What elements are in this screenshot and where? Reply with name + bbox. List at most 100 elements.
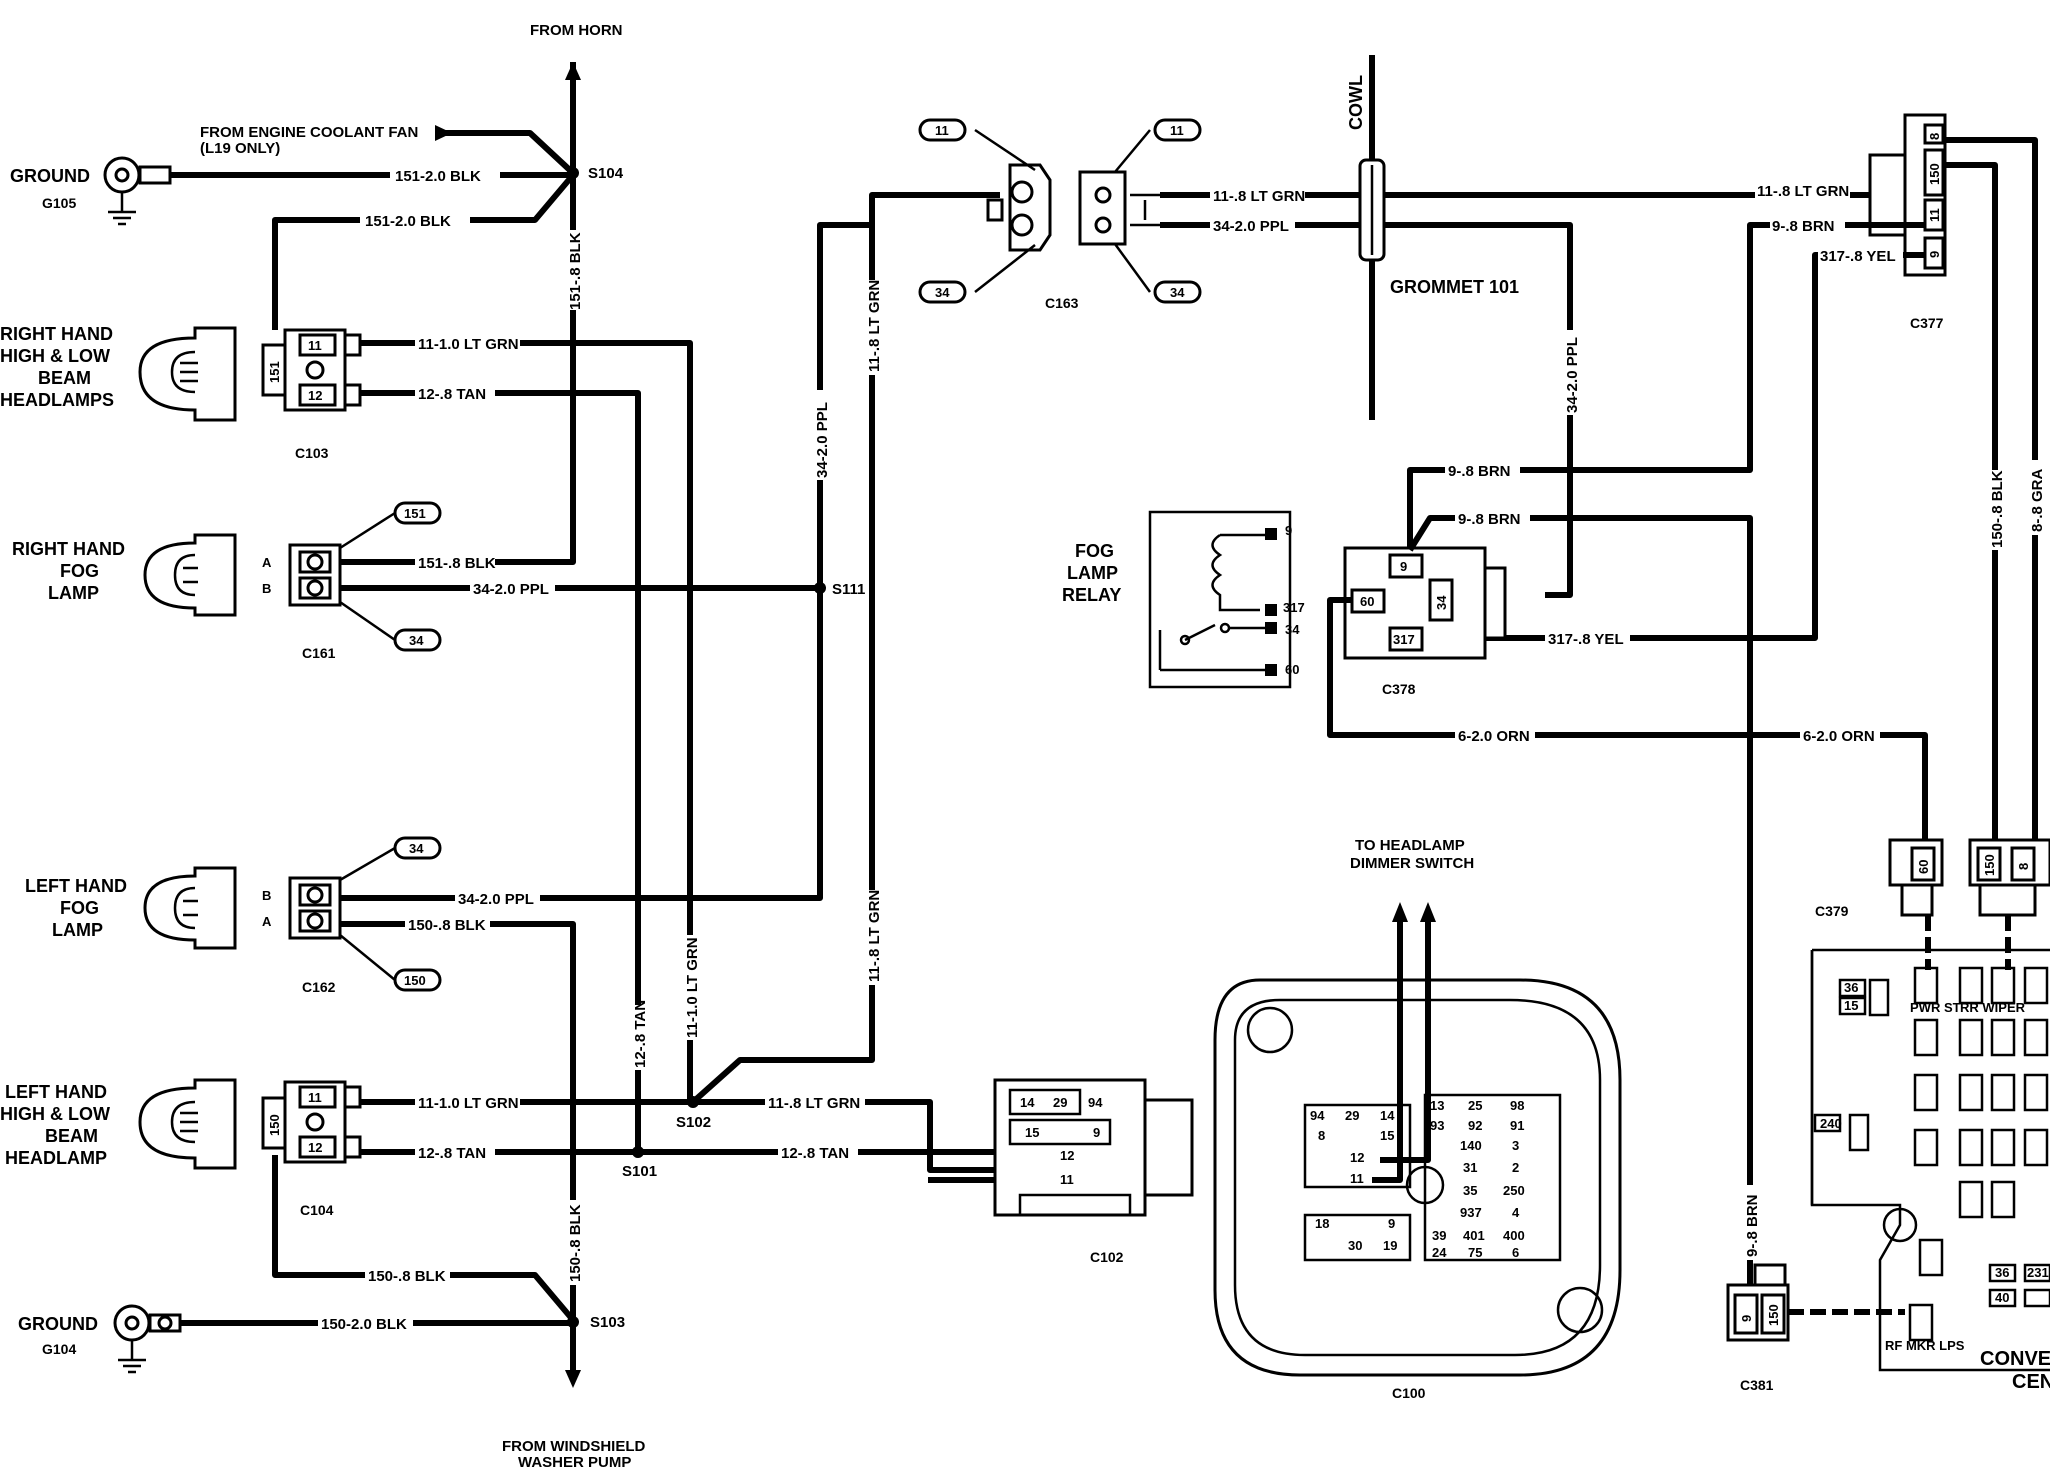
rh-fog-line-2: FOG (60, 561, 99, 581)
from-washer-line-2: WASHER PUMP (518, 1454, 631, 1471)
wire-12-8-tan-c102: 12-.8 TAN (781, 1145, 849, 1162)
wire-11-8-ltgrn-vert-high: 11-.8 LT GRN (866, 280, 883, 372)
rh-fog-line-1: RIGHT HAND (12, 539, 125, 559)
c379-pin-60: 60 (1916, 860, 1931, 874)
rh-headlamp (138, 326, 237, 422)
s103-label: S103 (590, 1314, 625, 1331)
trunk-151-8-blk: 151-.8 BLK (567, 232, 584, 310)
c102-pin-29: 29 (1053, 1095, 1067, 1110)
c161-callout-151: 151 (404, 506, 426, 521)
wire-11-10-ltgrn-top: 11-1.0 LT GRN (418, 336, 519, 353)
wire-34-20-ppl-relay: 34-2.0 PPL (1564, 337, 1581, 413)
wire-12-8-tan-top: 12-.8 TAN (418, 386, 486, 403)
c100-b-9: 9 (1388, 1216, 1395, 1231)
ground-g104 (113, 1304, 182, 1374)
rh-headlamp-line-2: HIGH & LOW (0, 346, 110, 366)
g105-label: G105 (42, 195, 76, 211)
c100-pin-12: 12 (1350, 1150, 1364, 1165)
wire-9-8-brn-lower: 9-.8 BRN (1458, 511, 1521, 528)
c100-r-92: 92 (1468, 1118, 1482, 1133)
ground-label-top: GROUND (10, 166, 90, 186)
fuse-36b: 36 (1995, 1265, 2009, 1280)
c100-b-19: 19 (1383, 1238, 1397, 1253)
lh-headlamp-line-3: BEAM (45, 1126, 98, 1146)
grommet-label: GROMMET 101 (1390, 277, 1519, 297)
c102-pin-15: 15 (1025, 1125, 1039, 1140)
fuse-15: 15 (1844, 998, 1858, 1013)
s101-label: S101 (622, 1163, 657, 1180)
c162-connector (288, 876, 342, 940)
c102-pin-11: 11 (1060, 1172, 1074, 1187)
c100-r-39: 39 (1432, 1228, 1446, 1243)
wire-151-20-blk-a: 151-2.0 BLK (395, 168, 481, 185)
c104-pin-150: 150 (267, 1114, 282, 1136)
lh-headlamp-line-1: LEFT HAND (5, 1082, 107, 1102)
c100-pin-15: 15 (1380, 1128, 1394, 1143)
wire-11-8-ltgrn-top: 11-.8 LT GRN (1213, 188, 1305, 205)
c100-pin-11: 11 (1350, 1171, 1364, 1186)
rh-fog-lamp (143, 533, 237, 617)
c161-connector (288, 543, 342, 607)
c102-pin-12: 12 (1060, 1148, 1074, 1163)
convenience-center (1810, 948, 2050, 1372)
wire-9-8-brn-c377: 9-.8 BRN (1772, 218, 1835, 235)
wire-150-8-blk-c162: 150-.8 BLK (408, 917, 486, 934)
c100-pin-94: 94 (1310, 1108, 1325, 1123)
c378-pin-34: 34 (1434, 595, 1449, 610)
fuse-231: 231 (2027, 1265, 2049, 1280)
c161-pin-a: A (262, 555, 272, 570)
fog-relay-line-1: FOG (1075, 541, 1114, 561)
relay-pin-34: 34 (1285, 622, 1300, 637)
wire-11-8-ltgrn-c102: 11-.8 LT GRN (768, 1095, 860, 1112)
c377-label: C377 (1910, 315, 1944, 331)
wire-12-8-tan-vert: 12-.8 TAN (632, 1000, 649, 1068)
relay-pin-9: 9 (1285, 523, 1292, 538)
c100-r-13: 13 (1430, 1098, 1444, 1113)
c100-r-401: 401 (1463, 1228, 1485, 1243)
c100-r-35: 35 (1463, 1183, 1477, 1198)
s111-label: S111 (832, 581, 865, 598)
c161-pin-b: B (262, 581, 271, 596)
ground-g105 (103, 156, 172, 226)
c102-label: C102 (1090, 1249, 1124, 1265)
wire-317-8-yel-c377: 317-.8 YEL (1820, 248, 1896, 265)
c100-r-140: 140 (1460, 1138, 1482, 1153)
c100-r-24: 24 (1432, 1245, 1447, 1260)
fuse-40: 40 (1995, 1290, 2009, 1305)
fuse-label-pwr-st: PWR ST (1910, 1000, 1961, 1015)
c161-callout-34: 34 (409, 633, 424, 648)
c102-connector (993, 1078, 1194, 1217)
c103-label: C103 (295, 445, 329, 461)
wire-11-10-ltgrn-bot: 11-1.0 LT GRN (418, 1095, 519, 1112)
c381-label: C381 (1740, 1377, 1774, 1393)
g104-label: G104 (42, 1341, 76, 1357)
c100-r-400: 400 (1503, 1228, 1525, 1243)
wire-151-20-blk-b: 151-2.0 BLK (365, 213, 451, 230)
c381-pin-9: 9 (1739, 1315, 1754, 1322)
lh-fog-lamp (143, 866, 237, 950)
rh-headlamp-line-4: HEADLAMPS (0, 390, 114, 410)
lh-headlamp-line-4: HEADLAMP (5, 1148, 107, 1168)
c377-pin-9: 9 (1927, 251, 1942, 258)
c100-r-25: 25 (1468, 1098, 1482, 1113)
c378-pin-9: 9 (1400, 559, 1407, 574)
wire-34-20-ppl-c161: 34-2.0 PPL (473, 581, 549, 598)
cowl-label: COWL (1346, 75, 1366, 130)
wire-34-20-ppl-c162: 34-2.0 PPL (458, 891, 534, 908)
wire-9-8-brn-vert: 9-.8 BRN (1744, 1194, 1761, 1257)
c103-pin-12: 12 (308, 388, 322, 403)
c163-label: C163 (1045, 295, 1079, 311)
conv-center-line-2: CEN (2012, 1371, 2050, 1393)
wire-11-8-ltgrn-vert-low: 11-.8 LT GRN (866, 890, 883, 982)
c100-r-6: 6 (1512, 1245, 1519, 1260)
lh-fog-line-2: FOG (60, 898, 99, 918)
c162-pin-b: B (262, 888, 271, 903)
fuse-label-rf-mkr: RF MKR LPS (1885, 1338, 1965, 1353)
c100-r-93: 93 (1430, 1118, 1444, 1133)
c379-connector (1888, 838, 2050, 917)
c100-r-98: 98 (1510, 1098, 1524, 1113)
lh-fog-line-3: LAMP (52, 920, 103, 940)
c103-pin-11: 11 (308, 338, 322, 353)
c163-callout-11-right: 11 (1170, 123, 1184, 138)
